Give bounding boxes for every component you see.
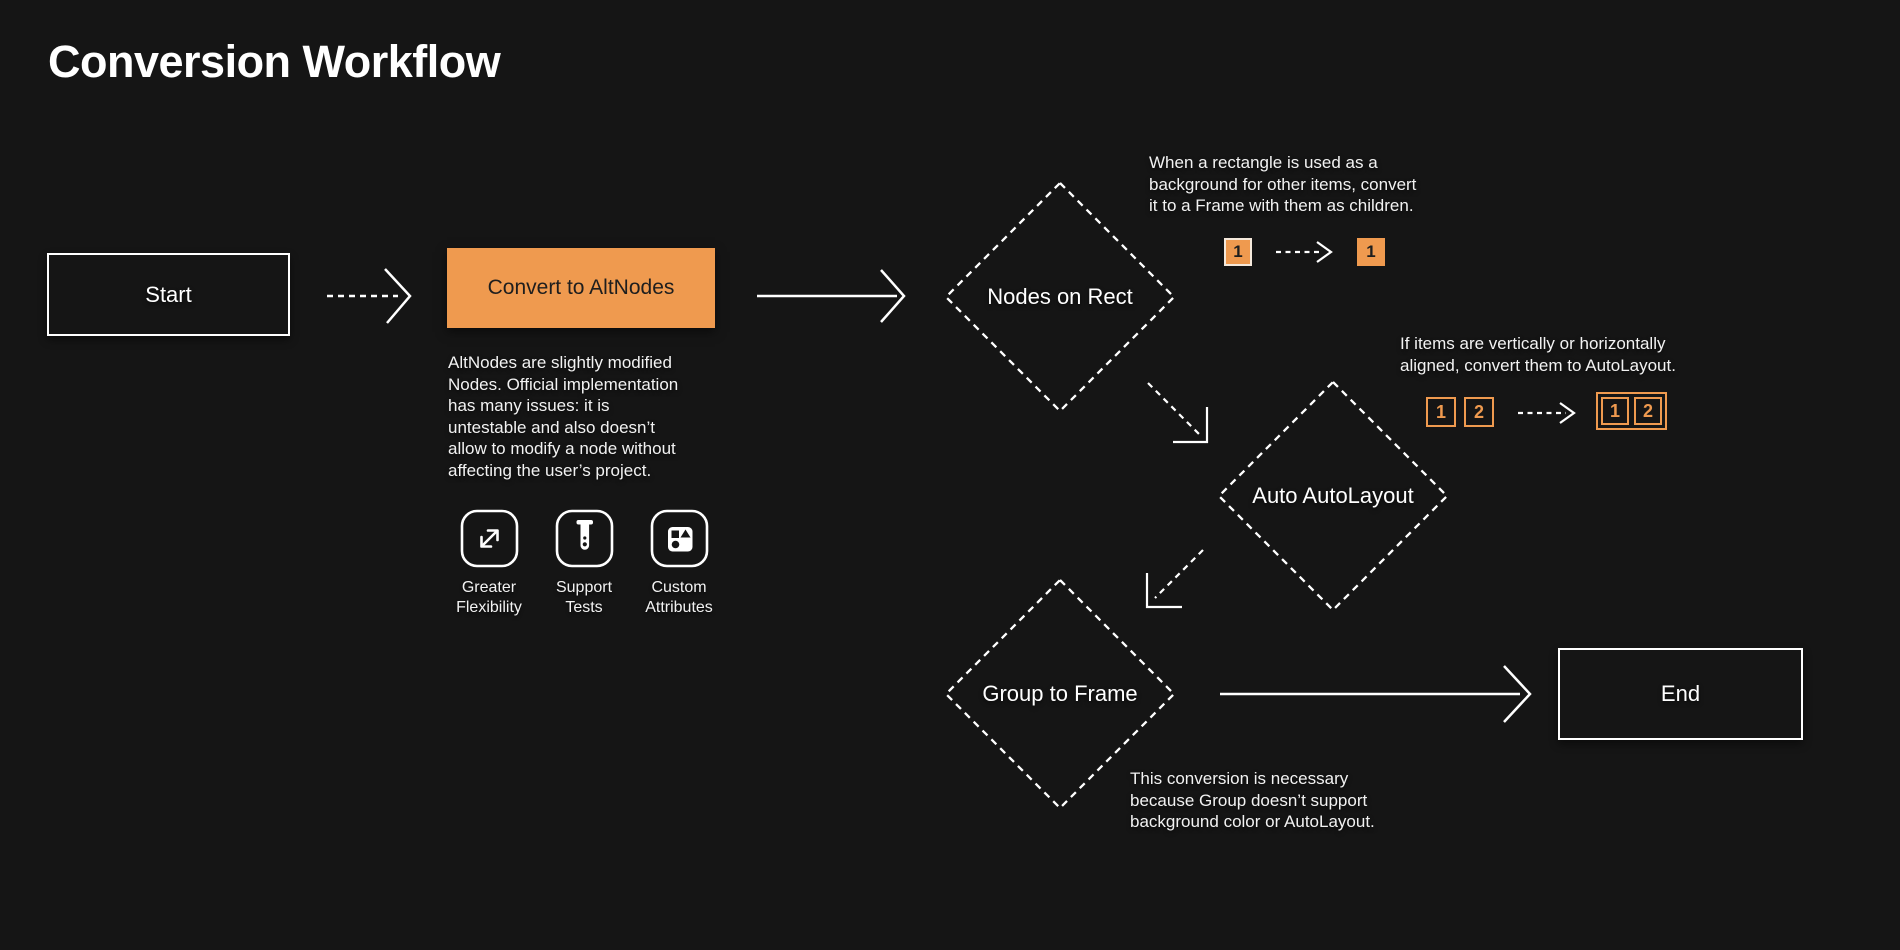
corner-arrowhead — [1147, 573, 1182, 607]
group-to-frame-label: Group to Frame — [982, 681, 1138, 706]
example-number: 1 — [1609, 400, 1620, 421]
example-rect-before: 1 — [1224, 238, 1252, 266]
start-node[interactable]: Start — [47, 253, 290, 336]
feature-support-tests: Support Tests — [538, 508, 630, 618]
feature-custom-attributes: Custom Attributes — [633, 508, 725, 618]
example-number: 1 — [1233, 242, 1243, 261]
arrowhead — [1317, 242, 1331, 262]
connector-autolayout-to-group-to-frame — [1135, 540, 1225, 625]
end-node[interactable]: End — [1558, 648, 1803, 740]
connector-convert-to-nodes-on-rect — [750, 253, 915, 338]
example-autolayout-group: 1 2 — [1596, 392, 1667, 430]
dashed-line — [1155, 550, 1203, 598]
altnodes-description: AltNodes are slightly modified Nodes. Of… — [448, 353, 679, 480]
page-title: Conversion Workflow — [48, 36, 501, 87]
feature-label: Custom Attributes — [645, 579, 713, 616]
example-item-2: 2 — [1464, 397, 1494, 427]
nodes-on-rect-node[interactable]: Nodes on Rect — [943, 180, 1177, 414]
example-item-2: 2 — [1634, 397, 1662, 425]
arrowhead — [385, 269, 410, 323]
end-node-label: End — [1660, 681, 1701, 706]
example-number: 1 — [1435, 401, 1446, 422]
start-node-label: Start — [145, 281, 192, 307]
example-arrow — [1510, 398, 1590, 428]
group-to-frame-node[interactable]: Group to Frame — [943, 577, 1177, 811]
arrowhead — [1504, 666, 1530, 722]
corner-arrowhead — [1173, 407, 1207, 442]
feature-label: Support Tests — [555, 579, 613, 616]
example-item-1: 1 — [1426, 397, 1456, 427]
convert-node-label: Convert to AltNodes — [487, 276, 675, 299]
altnodes-features: Greater Flexibility Support Tests Custom… — [443, 508, 725, 618]
expand-arrows-icon — [460, 509, 518, 568]
dashed-line — [1148, 383, 1202, 437]
auto-autolayout-note: If items are vertically or horizontally … — [1400, 334, 1676, 375]
connector-start-to-convert — [315, 253, 425, 338]
connector-group-to-frame-to-end — [1205, 645, 1540, 745]
auto-autolayout-node[interactable]: Auto AutoLayout — [1216, 379, 1450, 613]
example-number: 2 — [1642, 400, 1653, 421]
shapes-icon — [650, 509, 708, 568]
test-tube-icon — [555, 509, 613, 568]
auto-autolayout-label: Auto AutoLayout — [1252, 483, 1414, 508]
feature-greater-flexibility: Greater Flexibility — [443, 508, 535, 618]
nodes-on-rect-label: Nodes on Rect — [987, 284, 1133, 309]
example-frame-after: 1 — [1357, 238, 1385, 266]
example-item-1: 1 — [1601, 397, 1629, 425]
example-arrow — [1270, 238, 1348, 266]
arrowhead — [881, 270, 904, 322]
feature-label: Greater Flexibility — [456, 579, 522, 616]
arrowhead — [1560, 403, 1574, 423]
group-to-frame-note: This conversion is necessary because Gro… — [1130, 769, 1375, 831]
example-number: 2 — [1473, 401, 1484, 422]
example-number: 1 — [1366, 242, 1376, 261]
nodes-on-rect-note: When a rectangle is used as a background… — [1149, 153, 1417, 215]
connector-nodes-on-rect-to-autolayout — [1135, 375, 1225, 460]
convert-to-altnodes-node[interactable]: Convert to AltNodes — [447, 248, 715, 328]
